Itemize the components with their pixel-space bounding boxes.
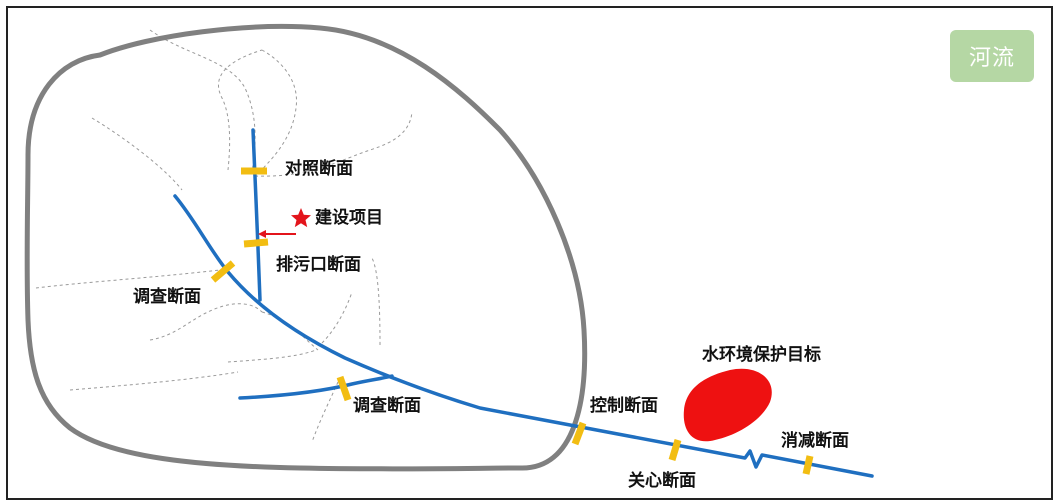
watershed-boundary [24,24,588,472]
attenuation-section-marker [802,455,814,475]
control-section-marker [571,421,587,446]
label-outfall-section: 排污口断面 [276,254,361,275]
outfall-section-marker [243,238,269,248]
lower-survey-section-marker [336,375,352,402]
subbasin-divide [35,269,221,289]
label-reference-section: 对照断面 [285,158,353,179]
upper-survey-section-marker [210,260,236,283]
lower-tributary [238,374,394,400]
label-concern-section: 关心断面 [628,470,696,491]
subbasin-divide [149,29,256,173]
main-river [173,194,874,478]
label-attenuation-section: 消减断面 [781,430,849,451]
subbasin-divide [311,381,339,443]
label-lower-survey-section: 调查断面 [353,395,421,416]
star-icon [291,208,311,228]
subbasin-divide [91,117,183,191]
subbasin-divide [149,303,263,341]
upper-tributary [251,128,262,302]
subbasin-divides [35,29,413,443]
protection-target-area [683,368,772,442]
subbasin-divide [321,291,353,344]
subbasin-divide [371,257,381,346]
arrow-head-icon [258,230,266,238]
label-control-section: 控制断面 [590,395,658,416]
river-network [173,128,874,478]
river-badge: 河流 [950,30,1034,82]
label-project: 建设项目 [315,207,383,228]
subbasin-divide [217,49,263,171]
subbasin-divide [69,371,239,391]
subbasin-divide [261,311,319,351]
label-upper-survey-section: 调查断面 [133,286,201,307]
section-markers [210,167,814,475]
subbasin-divide [254,111,413,177]
subbasin-divide [227,349,317,363]
subbasin-divide [257,49,297,175]
label-protection-target: 水环境保护目标 [702,344,821,365]
concern-section-marker [668,438,682,462]
